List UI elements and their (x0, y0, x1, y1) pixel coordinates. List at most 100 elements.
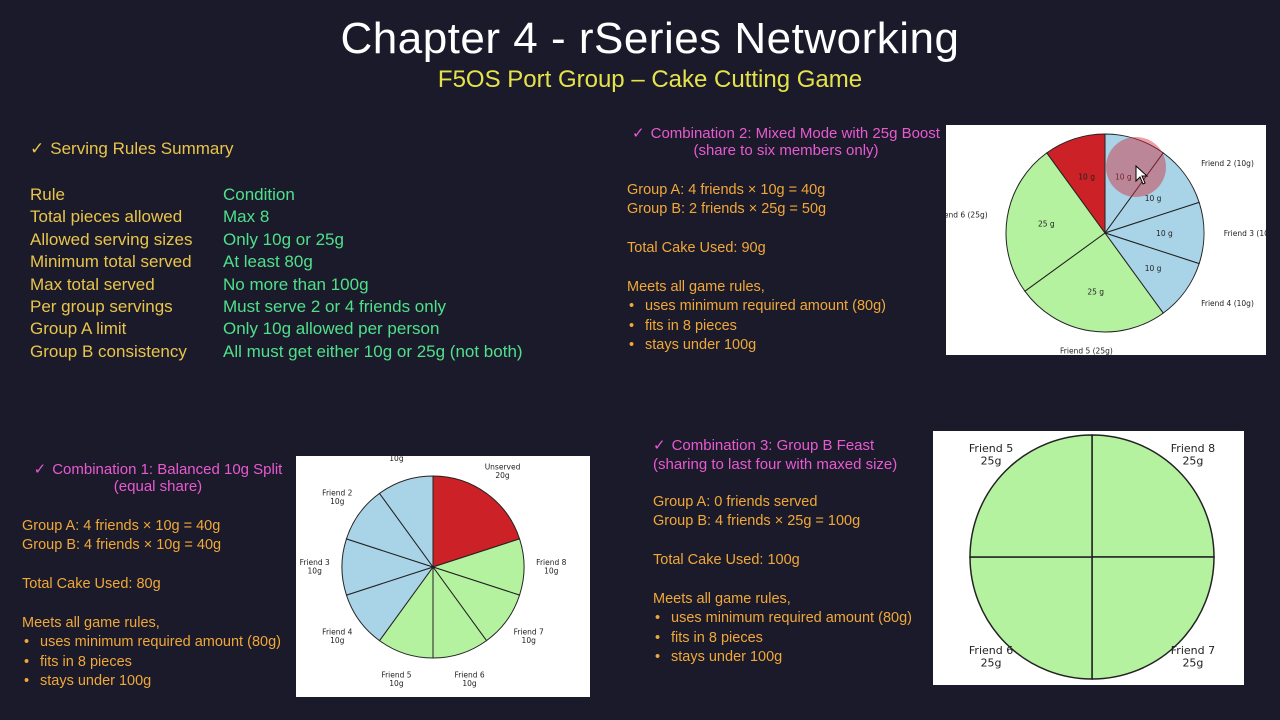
condition-column-header: Condition (223, 185, 295, 204)
mouse-pointer-icon (1135, 165, 1149, 185)
combo1-total: Total Cake Used: 80g (22, 576, 161, 593)
rules-row: Allowed serving sizes Only 10g or 25g (30, 229, 523, 251)
rules-heading-text: Serving Rules Summary (50, 139, 234, 158)
combo2-group-b: Group B: 2 friends × 25g = 50g (627, 201, 827, 218)
checkmark-icon: ✓ (653, 437, 666, 454)
combo2-title-line1: Combination 2: Mixed Mode with 25g Boost (650, 125, 940, 142)
condition-cell: Only 10g allowed per person (223, 319, 440, 339)
slice-value-label: 10 g (1078, 173, 1095, 182)
rules-table-header: Rule Condition (30, 184, 523, 206)
slice-label: Friend 5 (25g) (1060, 346, 1113, 355)
combo2-bullet: uses minimum required amount (80g) (627, 297, 886, 317)
pie-slice (432, 475, 521, 568)
rule-cell: Allowed serving sizes (30, 229, 193, 249)
rules-row: Group A limit Only 10g allowed per person (30, 318, 523, 340)
combo3-total: Total Cake Used: 100g (653, 552, 800, 569)
combo1-bullet: fits in 8 pieces (22, 653, 281, 673)
slice-label: Friend 2 (10g) (1201, 159, 1254, 168)
condition-cell: Only 10g or 25g (223, 229, 344, 249)
combo2-total: Total Cake Used: 90g (627, 240, 766, 257)
combo3-bullet: fits in 8 pieces (653, 629, 912, 649)
combo2-meets: Meets all game rules, (627, 279, 765, 295)
combo1-group-b: Group B: 4 friends × 10g = 40g (22, 537, 222, 554)
pie-slice (1091, 434, 1215, 558)
combo1-title-line2: (equal share) (113, 478, 203, 495)
slice-label: Friend 3 (10g) (1224, 229, 1266, 238)
rule-cell: Group B consistency (30, 341, 187, 361)
condition-cell: Must serve 2 or 4 friends only (223, 296, 446, 316)
pie-slice (378, 475, 434, 569)
slice-value-label: 25 g (1038, 220, 1055, 229)
combo2-bullet: stays under 100g (627, 336, 886, 356)
pie-slice (969, 556, 1093, 680)
slice-label: Friend 4 (10g) (1201, 299, 1254, 308)
rules-row: Minimum total served At least 80g (30, 251, 523, 273)
combo1-details: Group A: 4 friends × 10g = 40g Group B: … (22, 517, 281, 692)
pie-slice (1024, 232, 1164, 333)
condition-cell: No more than 100g (223, 274, 369, 294)
pie-slice (1091, 556, 1215, 680)
rules-row: Max total served No more than 100g (30, 274, 523, 296)
combo2-details: Group A: 4 friends × 10g = 40g Group B: … (627, 181, 886, 356)
slice-label: Friend 6 (25g) (946, 210, 988, 219)
slice-value-label: 10 g (1145, 194, 1162, 203)
combo3-bullet: stays under 100g (653, 648, 912, 668)
condition-cell: All must get either 10g or 25g (not both… (223, 341, 523, 361)
rule-cell: Minimum total served (30, 252, 192, 272)
slide-title: Chapter 4 - rSeries Networking (340, 14, 960, 63)
checkmark-icon: ✓ (632, 125, 645, 142)
rule-cell: Group A limit (30, 319, 127, 339)
rule-column-header: Rule (30, 185, 65, 204)
checkmark-icon: ✓ (30, 139, 45, 158)
rules-row: Group B consistency All must get either 1… (30, 341, 523, 363)
checkmark-icon: ✓ (33, 461, 47, 478)
combo2-bullet: fits in 8 pieces (627, 317, 886, 337)
rules-row: Per group servings Must serve 2 or 4 frie… (30, 296, 523, 318)
condition-cell: At least 80g (223, 252, 313, 272)
combo3-group-b: Group B: 4 friends × 25g = 100g (653, 513, 861, 530)
rule-cell: Per group servings (30, 296, 173, 316)
combo3-meets: Meets all game rules, (653, 591, 791, 607)
combo3-details: Group A: 0 friends served Group B: 4 fri… (653, 493, 912, 668)
combo1-meets: Meets all game rules, (22, 615, 160, 631)
slide-subtitle: F5OS Port Group – Cake Cutting Game (437, 66, 863, 93)
rule-cell: Total pieces allowed (30, 207, 183, 227)
pie-slice (969, 434, 1093, 558)
rules-heading: ✓ Serving Rules Summary (30, 139, 234, 159)
pie-slice (1005, 152, 1106, 292)
slice-value-label: 10 g (1156, 229, 1173, 238)
rule-cell: Max total served (30, 274, 155, 294)
combo2-title: ✓ Combination 2: Mixed Mode with 25g Boos… (626, 124, 946, 159)
combo2-title-line2: (share to six members only) (693, 142, 879, 159)
combo1-bullet: stays under 100g (22, 672, 281, 692)
combo3-group-a: Group A: 0 friends served (653, 494, 818, 510)
pie-slice (1046, 133, 1106, 235)
combo3-bullet: uses minimum required amount (80g) (653, 609, 912, 629)
combo1-title-line1: Combination 1: Balanced 10g Split (52, 461, 283, 478)
combo3-title-line2: (sharing to last four with maxed size) (653, 456, 898, 473)
combo2-group-a: Group A: 4 friends × 10g = 40g (627, 182, 826, 198)
slice-value-label: 10 g (1145, 264, 1162, 273)
combo3-title-line1: Combination 3: Group B Feast (671, 437, 875, 454)
slice-value-label: 25 g (1087, 288, 1104, 297)
